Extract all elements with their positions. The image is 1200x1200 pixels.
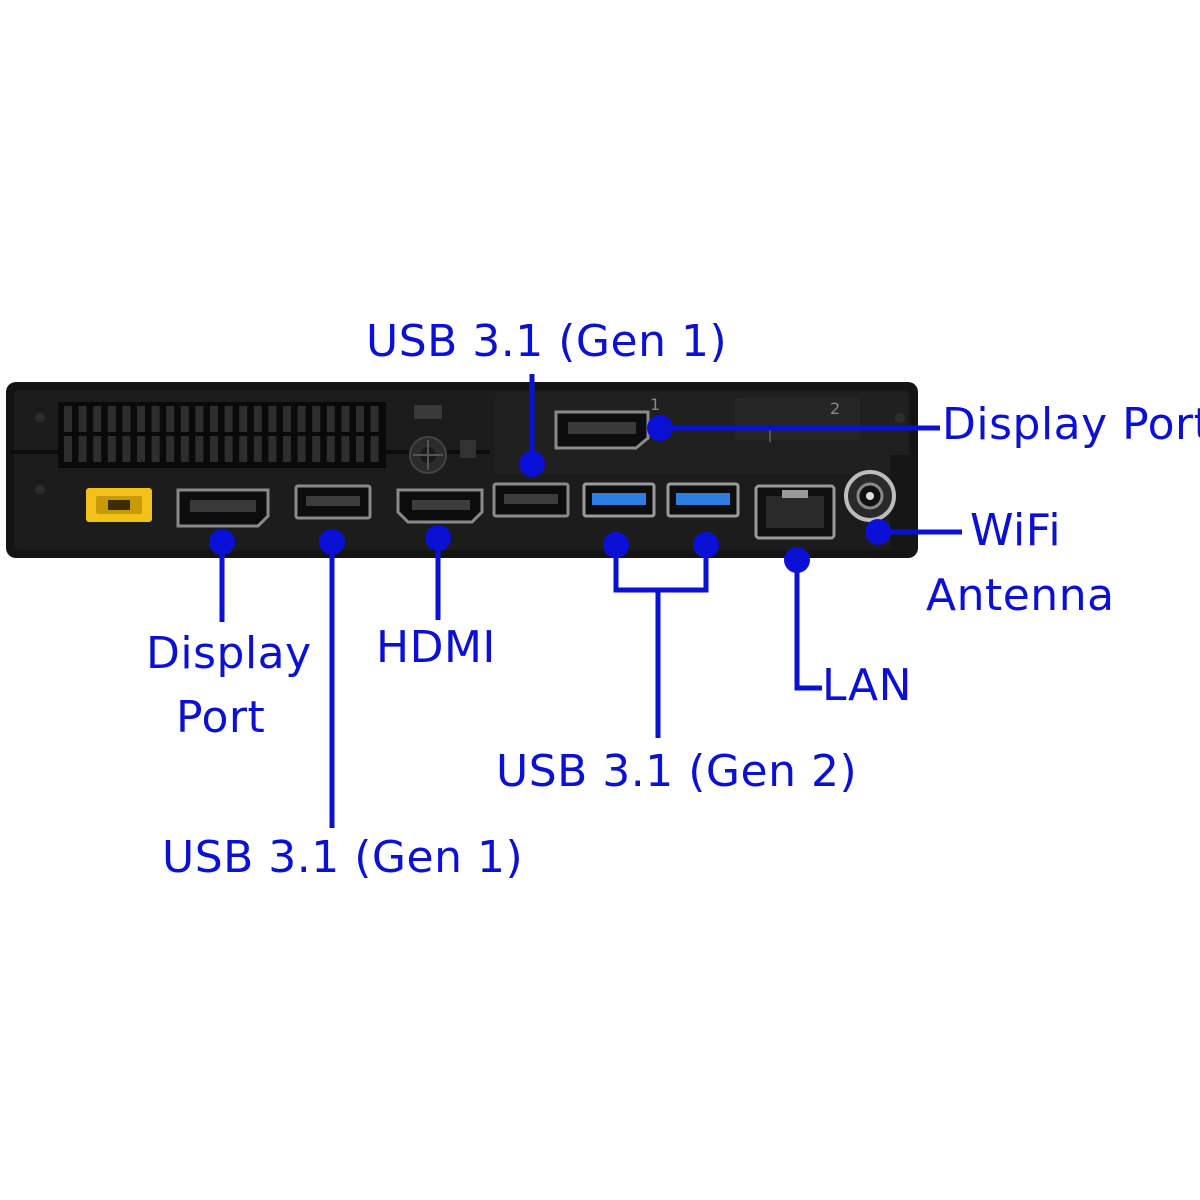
hdmi-port: [396, 488, 484, 524]
vent-slot: [195, 406, 204, 432]
dot-display-port-lower: [209, 529, 235, 555]
vent-slot: [370, 436, 379, 462]
security-lock-slot: [409, 405, 476, 474]
vent-slot: [210, 406, 218, 432]
vent-slot: [151, 406, 160, 432]
wifi-antenna-connector: [844, 470, 896, 522]
leader-usb-gen2-bracket: [613, 544, 709, 593]
vent-slot: [137, 436, 145, 462]
dot-lan: [784, 547, 810, 573]
screw-icon: [35, 485, 45, 495]
vent-slot: [268, 406, 277, 432]
vent-slot: [93, 406, 102, 432]
vent-slot: [356, 436, 364, 462]
vent-slot: [107, 436, 116, 462]
label-usb-top: USB 3.1 (Gen 1): [366, 316, 728, 367]
usb3-port-2: [666, 482, 740, 518]
vent-slot: [78, 406, 87, 432]
vent-slot: [239, 436, 248, 462]
usb-port-top: [492, 482, 570, 518]
screw-icon: [35, 413, 45, 423]
vent-slot: [268, 436, 277, 462]
usb3-port-1: [582, 482, 656, 518]
blank-slot-cover: [735, 398, 860, 440]
vent-slot: [253, 406, 262, 432]
label-display-port-bottom-line2: Port: [176, 692, 266, 743]
dot-usb-gen2-1: [603, 532, 629, 558]
vent-slot: [122, 406, 131, 432]
vent-slot: [341, 406, 350, 432]
vent-grille-frame: [58, 402, 386, 468]
label-usb-gen2: USB 3.1 (Gen 2): [496, 746, 858, 797]
dot-wifi: [865, 519, 891, 545]
vent-slot: [253, 436, 262, 462]
label-wifi-line1: WiFi: [970, 505, 1062, 556]
dot-hdmi: [425, 525, 451, 551]
dot-usb-lower: [319, 529, 345, 555]
vent-slot: [370, 406, 379, 432]
annotation-dots: [209, 415, 891, 573]
vent-slot: [326, 436, 335, 462]
vent-slot: [312, 406, 321, 432]
vent-slot: [122, 436, 131, 462]
label-usb-bottom: USB 3.1 (Gen 1): [162, 832, 524, 883]
label-wifi-line2: Antenna: [926, 570, 1115, 621]
slot-number-2: 2: [830, 399, 840, 418]
dot-usb-top: [519, 451, 545, 477]
vent-slot: [180, 436, 189, 462]
label-display-port-right: Display Port: [942, 399, 1200, 450]
vent-slot: [297, 406, 306, 432]
slot-number-1: 1: [650, 395, 660, 414]
vent-slot: [78, 436, 87, 462]
lan-port: [754, 484, 836, 540]
vent-slot: [166, 406, 175, 432]
leader-lan: [794, 560, 822, 691]
display-port-lower: [176, 488, 270, 528]
vent-slot: [224, 406, 233, 432]
vent-slot: [64, 406, 72, 432]
vent-slot: [297, 436, 306, 462]
vent-slot: [283, 406, 291, 432]
vent-slot: [239, 406, 248, 432]
vent-slot: [93, 436, 102, 462]
vent-slot: [64, 436, 72, 462]
vent-slot: [107, 406, 116, 432]
vent-slot: [312, 436, 321, 462]
label-lan: LAN: [822, 660, 913, 711]
vent-slot: [137, 406, 145, 432]
vent-slot: [326, 406, 335, 432]
vent-slot: [195, 436, 204, 462]
vent-grille: [58, 402, 386, 468]
vent-slot: [180, 406, 189, 432]
vent-slot: [210, 436, 218, 462]
vent-slot: [224, 436, 233, 462]
usb-port-lower: [294, 484, 372, 520]
dot-display-port-upper: [647, 415, 673, 441]
vent-slot: [151, 436, 160, 462]
vent-slot: [356, 406, 364, 432]
label-display-port-bottom-line1: Display: [146, 628, 312, 679]
dot-usb-gen2-2: [693, 532, 719, 558]
display-port-upper: 1 2: [554, 395, 840, 450]
vent-slot: [341, 436, 350, 462]
power-port: [86, 488, 152, 522]
screw-icon: [895, 413, 905, 423]
vent-slot: [283, 436, 291, 462]
vent-slot: [166, 436, 175, 462]
label-hdmi: HDMI: [376, 622, 496, 673]
